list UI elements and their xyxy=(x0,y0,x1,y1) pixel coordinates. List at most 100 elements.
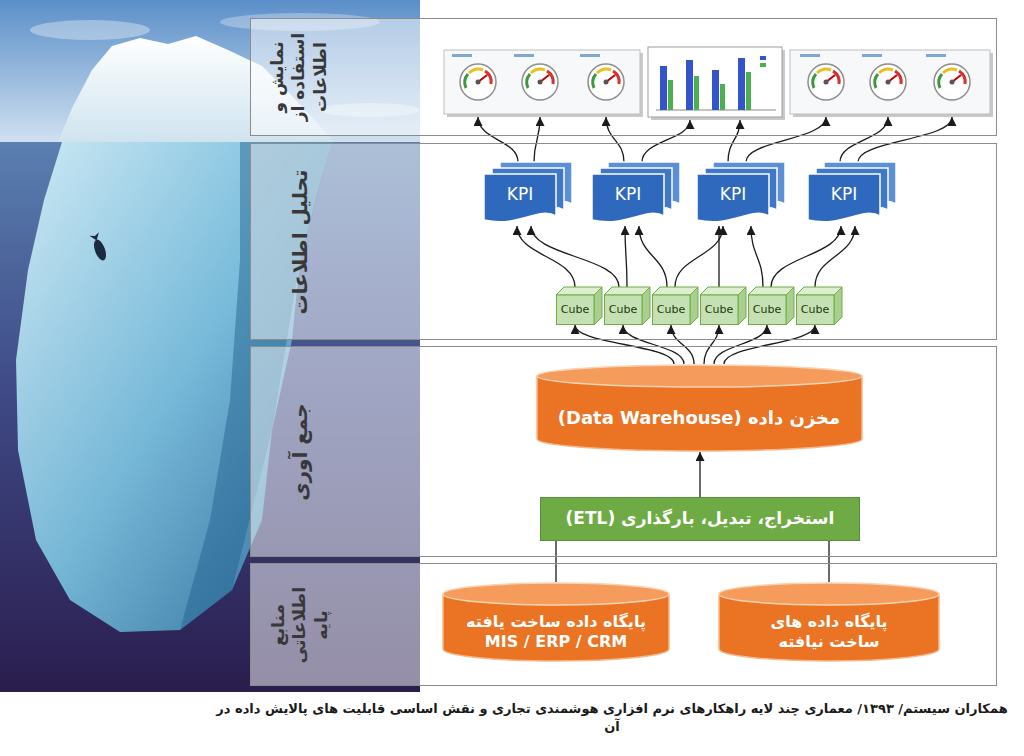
feed-arrow xyxy=(606,117,624,162)
cube-front xyxy=(605,295,643,325)
connector-arrow xyxy=(771,226,841,287)
database-cylinder: مخزن داده (Data Warehouse) xyxy=(536,364,863,452)
connector-arrow xyxy=(815,226,855,287)
chart-bar xyxy=(738,58,745,110)
kpi-node: KPI xyxy=(592,162,682,226)
connector-arrow xyxy=(704,325,719,364)
node-text: KPI xyxy=(831,185,857,204)
sea xyxy=(0,142,420,692)
node-text: Cube xyxy=(705,304,733,316)
gauge xyxy=(870,64,906,100)
gauge xyxy=(808,64,844,100)
node-text: تحلیل اطلاعات xyxy=(287,169,312,314)
connector-arrow xyxy=(639,226,667,287)
whale-tail xyxy=(89,232,101,242)
cube-side xyxy=(738,287,746,325)
panel-title-mark xyxy=(514,54,534,57)
node-text: Cube xyxy=(609,304,637,316)
cube-label-holder: Cube xyxy=(604,295,642,325)
panel-title-mark xyxy=(800,54,820,57)
cube-node: Cube xyxy=(796,287,842,325)
node-text: نمایش و استفاده از اطلاعات xyxy=(267,24,331,130)
connector-arrow xyxy=(751,226,763,287)
connector-arrow xyxy=(724,325,815,364)
connector-arrow xyxy=(671,325,694,364)
chart-key xyxy=(760,56,766,60)
cube-node: Cube xyxy=(652,287,698,325)
cube-label-holder: Cube xyxy=(700,295,738,325)
chart-key xyxy=(760,63,766,67)
band-overlay xyxy=(250,563,420,686)
feed-arrow xyxy=(478,117,518,162)
cube-front xyxy=(557,295,595,325)
node-text: جمع آوری xyxy=(287,403,312,501)
cube-side xyxy=(642,287,650,325)
feed-arrow xyxy=(534,117,540,162)
cube-label-holder: Cube xyxy=(748,295,786,325)
connector-arrow xyxy=(699,452,700,497)
node-text: پایگاه داده های ساخت نیافته xyxy=(756,612,902,652)
cube-side xyxy=(834,287,842,325)
connector-arrow xyxy=(718,226,719,287)
kpi-node: KPI xyxy=(808,162,898,226)
database-cylinder: پایگاه داده های ساخت نیافته xyxy=(718,582,940,662)
whale xyxy=(89,232,108,262)
gauge xyxy=(460,64,496,100)
cube-label-holder: Cube xyxy=(652,295,690,325)
node-text: مخزن داده (Data Warehouse) xyxy=(558,407,840,430)
chart-bar xyxy=(686,60,693,110)
cube-side xyxy=(786,287,794,325)
cube-side xyxy=(594,287,602,325)
kpi-sheet xyxy=(484,174,556,222)
cube-node: Cube xyxy=(556,287,602,325)
dashboard-feeds xyxy=(478,117,952,162)
cylinder-top xyxy=(719,583,939,605)
band-label-holder: منابع اطلاعاتی پایه xyxy=(255,569,343,680)
feed-arrow xyxy=(728,120,740,162)
kpi-label-holder: KPI xyxy=(592,174,664,214)
node-text: Cube xyxy=(801,304,829,316)
connector-arrow xyxy=(714,325,767,364)
gauge xyxy=(934,64,970,100)
chart-bar xyxy=(720,84,725,110)
panel-title-mark xyxy=(452,54,472,57)
gauge-panel xyxy=(790,50,990,114)
layer-band: جمع آوری مخزن داده (Data Warehouse) استخرا… xyxy=(250,346,997,557)
cylinder-label-holder: پایگاه داده ساخت یافته MIS / ERP / CRM xyxy=(442,606,670,658)
kpi-label-holder: KPI xyxy=(484,174,556,214)
cube-label-holder: Cube xyxy=(556,295,594,325)
cube-front xyxy=(749,295,787,325)
chart-bar xyxy=(712,70,719,110)
panel-title-mark xyxy=(926,54,946,57)
node-text: پایگاه داده ساخت یافته MIS / ERP / CRM xyxy=(464,612,648,652)
kpi-label-holder: KPI xyxy=(808,174,880,214)
cloud xyxy=(30,20,150,40)
connector-line xyxy=(828,541,829,582)
feed-arrow xyxy=(858,117,952,162)
kpi-label-holder: KPI xyxy=(697,174,769,214)
panel-title-mark xyxy=(862,54,882,57)
band-label-holder: جمع آوری xyxy=(255,352,343,551)
chart-bar xyxy=(668,80,673,110)
cube-front xyxy=(701,295,739,325)
node-text: استخراج، تبدیل، بارگذاری (ETL) xyxy=(566,508,835,529)
band-label-holder: نمایش و استفاده از اطلاعات xyxy=(255,24,343,130)
chart-bar xyxy=(746,72,751,110)
kpi-node: KPI xyxy=(697,162,787,226)
dashboard-panels xyxy=(444,47,993,120)
connector-arrow xyxy=(531,226,619,287)
cube-side xyxy=(690,287,698,325)
connector-line xyxy=(555,541,556,582)
feed-arrow xyxy=(642,120,690,162)
cube-node: Cube xyxy=(700,287,746,325)
cylinder-label-holder: مخزن داده (Data Warehouse) xyxy=(536,388,863,448)
cube-node: Cube xyxy=(748,287,794,325)
band-overlay xyxy=(250,143,420,340)
cylinder-top xyxy=(537,365,862,387)
node-text: KPI xyxy=(615,185,641,204)
connector-arrow xyxy=(675,226,723,287)
layer-band: منابع اطلاعاتی پایه پایگاه داده های ساخت … xyxy=(250,563,997,686)
panel-title-mark xyxy=(580,54,600,57)
node-text: منابع اطلاعاتی پایه xyxy=(267,569,331,680)
cube-label-holder: Cube xyxy=(796,295,834,325)
